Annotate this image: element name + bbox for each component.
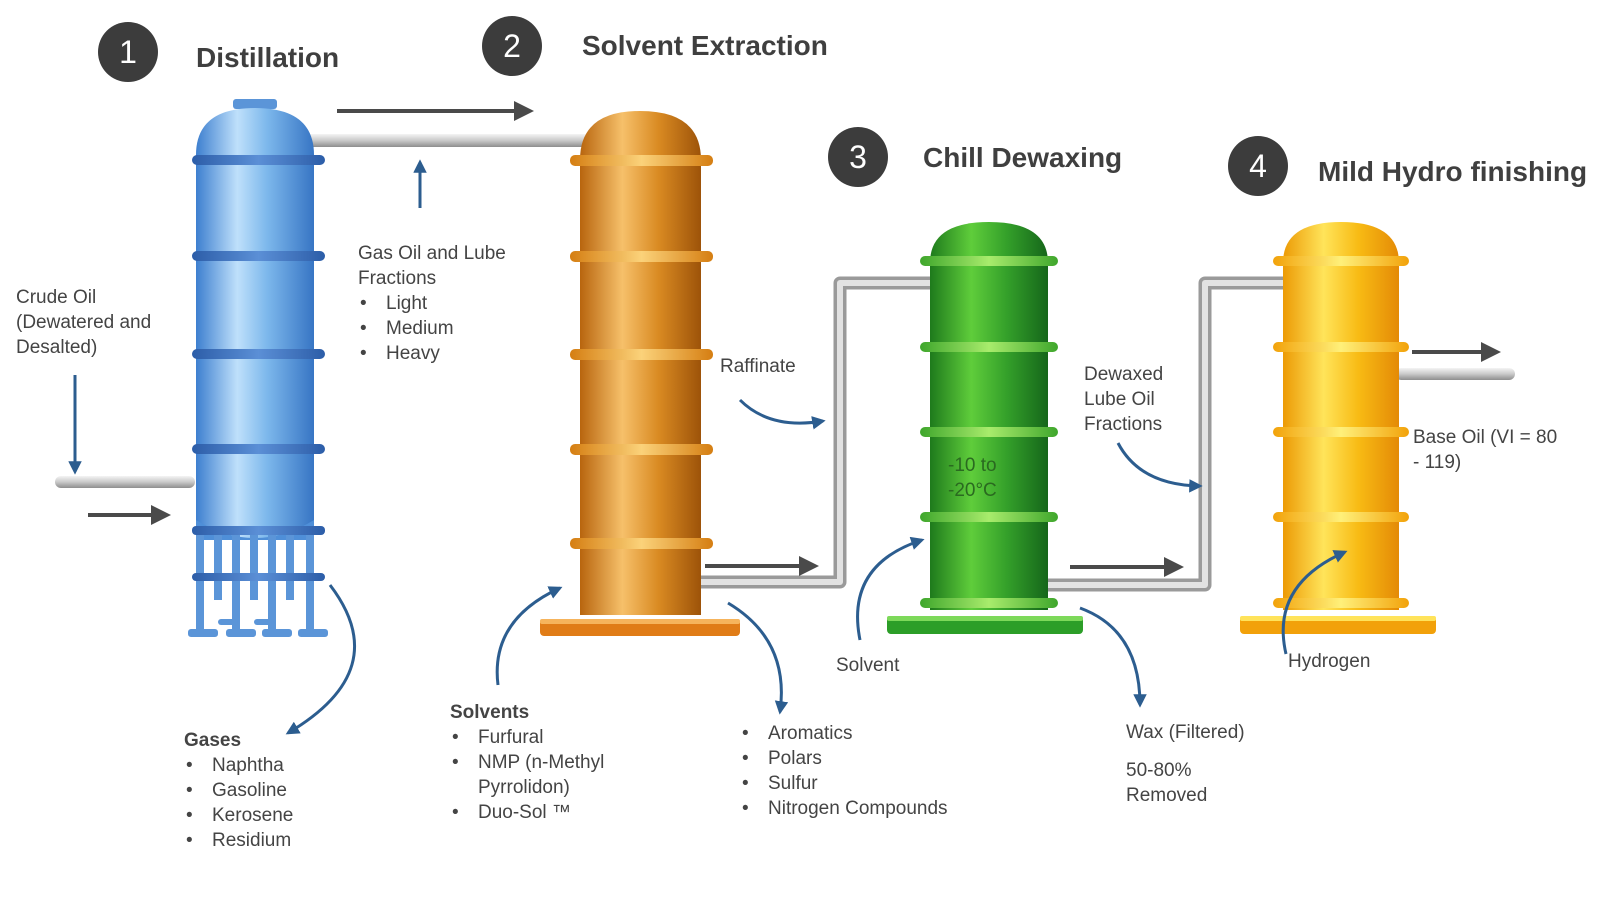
- list-item: Sulfur: [740, 771, 1020, 796]
- solvent-label: Solvent: [836, 655, 900, 676]
- list-item: Polars: [740, 746, 1020, 771]
- hydrogen-label: Hydrogen: [1288, 651, 1371, 672]
- solvent-arrow: [856, 536, 925, 641]
- extract-block: Aromatics Polars Sulfur Nitrogen Compoun…: [740, 721, 1020, 821]
- list-item: Kerosene: [184, 803, 384, 828]
- crude-oil-label: Crude Oil (Dewatered and Desalted): [16, 287, 152, 358]
- dewaxed-label: Dewaxed Lube Oil Fractions: [1084, 364, 1164, 435]
- column-legs: [188, 535, 328, 637]
- column-ring: [192, 155, 325, 165]
- distillation-column: [188, 99, 328, 637]
- gas-oil-title: Gas Oil and Lube Fractions: [358, 243, 506, 289]
- hydro-finishing-column: [1240, 222, 1436, 634]
- solvents-title: Solvents: [450, 702, 530, 723]
- list-item: Duo-Sol ™: [450, 800, 690, 825]
- list-item: Naphtha: [184, 753, 384, 778]
- chill-dewaxing-column: [887, 222, 1083, 634]
- base-oil-outlet-pipe: [1395, 368, 1515, 380]
- list-item: Residium: [184, 828, 384, 853]
- gases-block: Gases Naphtha Gasoline Kerosene Residium: [184, 728, 384, 853]
- pipe-2-to-3: [690, 276, 935, 589]
- list-item: Light: [358, 291, 548, 316]
- list-item: Furfural: [450, 725, 690, 750]
- pipes: [55, 134, 1515, 592]
- list-item: Medium: [358, 316, 548, 341]
- gases-title: Gases: [184, 730, 242, 751]
- extract-arrow: [727, 601, 789, 715]
- pipe-1-to-2: [300, 134, 590, 147]
- step-2-title: Solvent Extraction: [582, 30, 828, 61]
- step-3-badge: 3: [828, 127, 888, 187]
- step-4-badge: 4: [1228, 136, 1288, 196]
- solvents-arrow: [495, 586, 563, 686]
- hydrogen-arrow: [1281, 550, 1348, 655]
- step-1-title: Distillation: [196, 42, 340, 73]
- wax-removed-label: 50-80% Removed: [1126, 760, 1208, 806]
- solvents-block: Solvents Furfural NMP (n-Methyl Pyrrolid…: [450, 700, 690, 825]
- annotation-arrows: [68, 159, 1348, 735]
- crude-inlet-pipe: [55, 476, 195, 488]
- raffinate-arrow: [738, 398, 826, 430]
- wax-filtered-label: Wax (Filtered): [1126, 722, 1245, 743]
- step-1-badge: 1: [98, 22, 158, 82]
- list-item: Aromatics: [740, 721, 1020, 746]
- gas-oil-block: Gas Oil and Lube Fractions Light Medium …: [358, 241, 548, 366]
- step-3-title: Chill Dewaxing: [923, 142, 1123, 173]
- gases-arrow: [285, 584, 356, 735]
- dewaxed-arrow: [1116, 442, 1203, 493]
- step-4-title: Mild Hydro finishing: [1318, 156, 1588, 187]
- flow-arrows: [88, 101, 1501, 577]
- list-item: Heavy: [358, 341, 548, 366]
- temperature-label: -10 to -20°C: [948, 455, 997, 501]
- wax-arrow: [1079, 606, 1147, 708]
- list-item: Nitrogen Compounds: [740, 796, 1020, 821]
- list-item: NMP (n-Methyl Pyrrolidon): [450, 750, 658, 800]
- list-item: Gasoline: [184, 778, 384, 803]
- base-oil-label: Base Oil (VI = 80 - 119): [1413, 427, 1558, 473]
- solvent-extraction-column: [540, 111, 740, 636]
- raffinate-label: Raffinate: [720, 356, 796, 377]
- step-2-badge: 2: [482, 16, 542, 76]
